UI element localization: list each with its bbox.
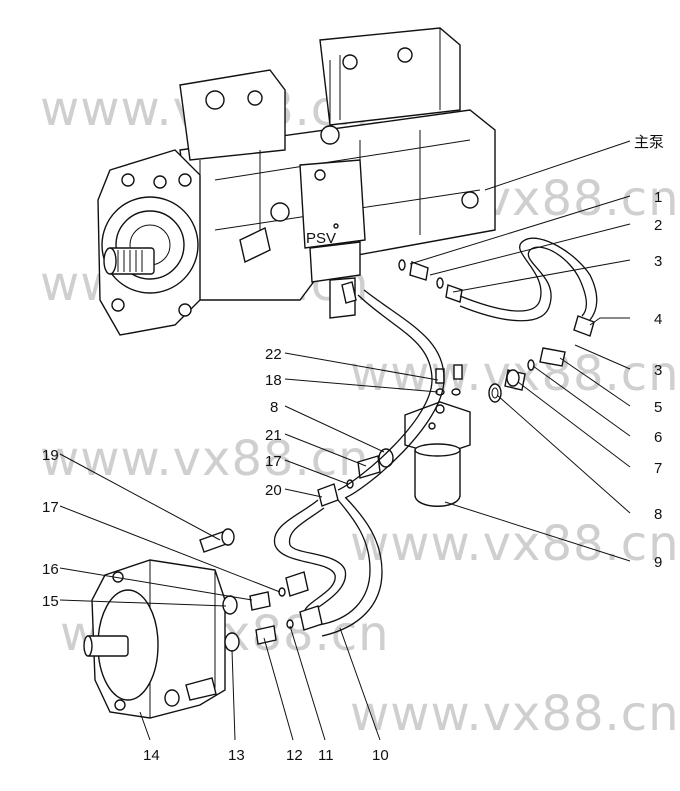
callout-8-left: 8 bbox=[270, 399, 278, 416]
watermark-8: www.vx88.cn bbox=[350, 686, 680, 742]
callout-19: 19 bbox=[42, 447, 59, 464]
callout-9: 9 bbox=[654, 554, 662, 571]
callout-main-pump: 主泵 bbox=[634, 133, 664, 151]
callout-11: 11 bbox=[318, 747, 334, 764]
callout-17-lower: 17 bbox=[42, 499, 59, 516]
fitting-5-6-7 bbox=[488, 347, 566, 403]
hose-assembly-10-20 bbox=[273, 483, 383, 637]
callout-7: 7 bbox=[654, 460, 662, 477]
callout-6: 6 bbox=[654, 429, 662, 446]
callout-3-lower: 3 bbox=[654, 362, 662, 379]
watermark-5: www.vx88.cn bbox=[40, 431, 370, 487]
callout-2: 2 bbox=[654, 217, 662, 234]
callout-12: 12 bbox=[286, 747, 303, 764]
callout-3-upper: 3 bbox=[654, 253, 662, 270]
callout-21: 21 bbox=[265, 427, 282, 444]
callout-4: 4 bbox=[654, 311, 662, 328]
callout-13: 13 bbox=[228, 747, 245, 764]
psv-label: PSV bbox=[306, 230, 336, 247]
callout-1: 1 bbox=[654, 189, 662, 206]
callout-20: 20 bbox=[265, 482, 282, 499]
callout-10: 10 bbox=[372, 747, 389, 764]
callout-16: 16 bbox=[42, 561, 59, 578]
callout-5: 5 bbox=[654, 399, 662, 416]
callout-15: 15 bbox=[42, 593, 59, 610]
callout-17-upper: 17 bbox=[265, 453, 282, 470]
callout-labels: 主泵 1 2 3 4 3 5 6 7 8 9 22 18 8 21 17 20 … bbox=[42, 133, 664, 764]
leader-lines bbox=[59, 140, 631, 741]
pilot-pump-14 bbox=[83, 528, 235, 719]
watermarks: www.vx88.cn www.vx88.cn www.vx88.cn www.… bbox=[40, 81, 680, 742]
watermark-6: www.vx88.cn bbox=[350, 516, 680, 572]
hose-assembly-4 bbox=[445, 237, 598, 337]
pump-port-fitting bbox=[398, 259, 444, 289]
main-pump: PSV bbox=[97, 27, 496, 336]
hose-psv-line bbox=[337, 281, 445, 499]
callout-18: 18 bbox=[265, 372, 282, 389]
callout-14: 14 bbox=[143, 747, 160, 764]
callout-8-right: 8 bbox=[654, 506, 662, 523]
callout-22: 22 bbox=[265, 346, 282, 363]
